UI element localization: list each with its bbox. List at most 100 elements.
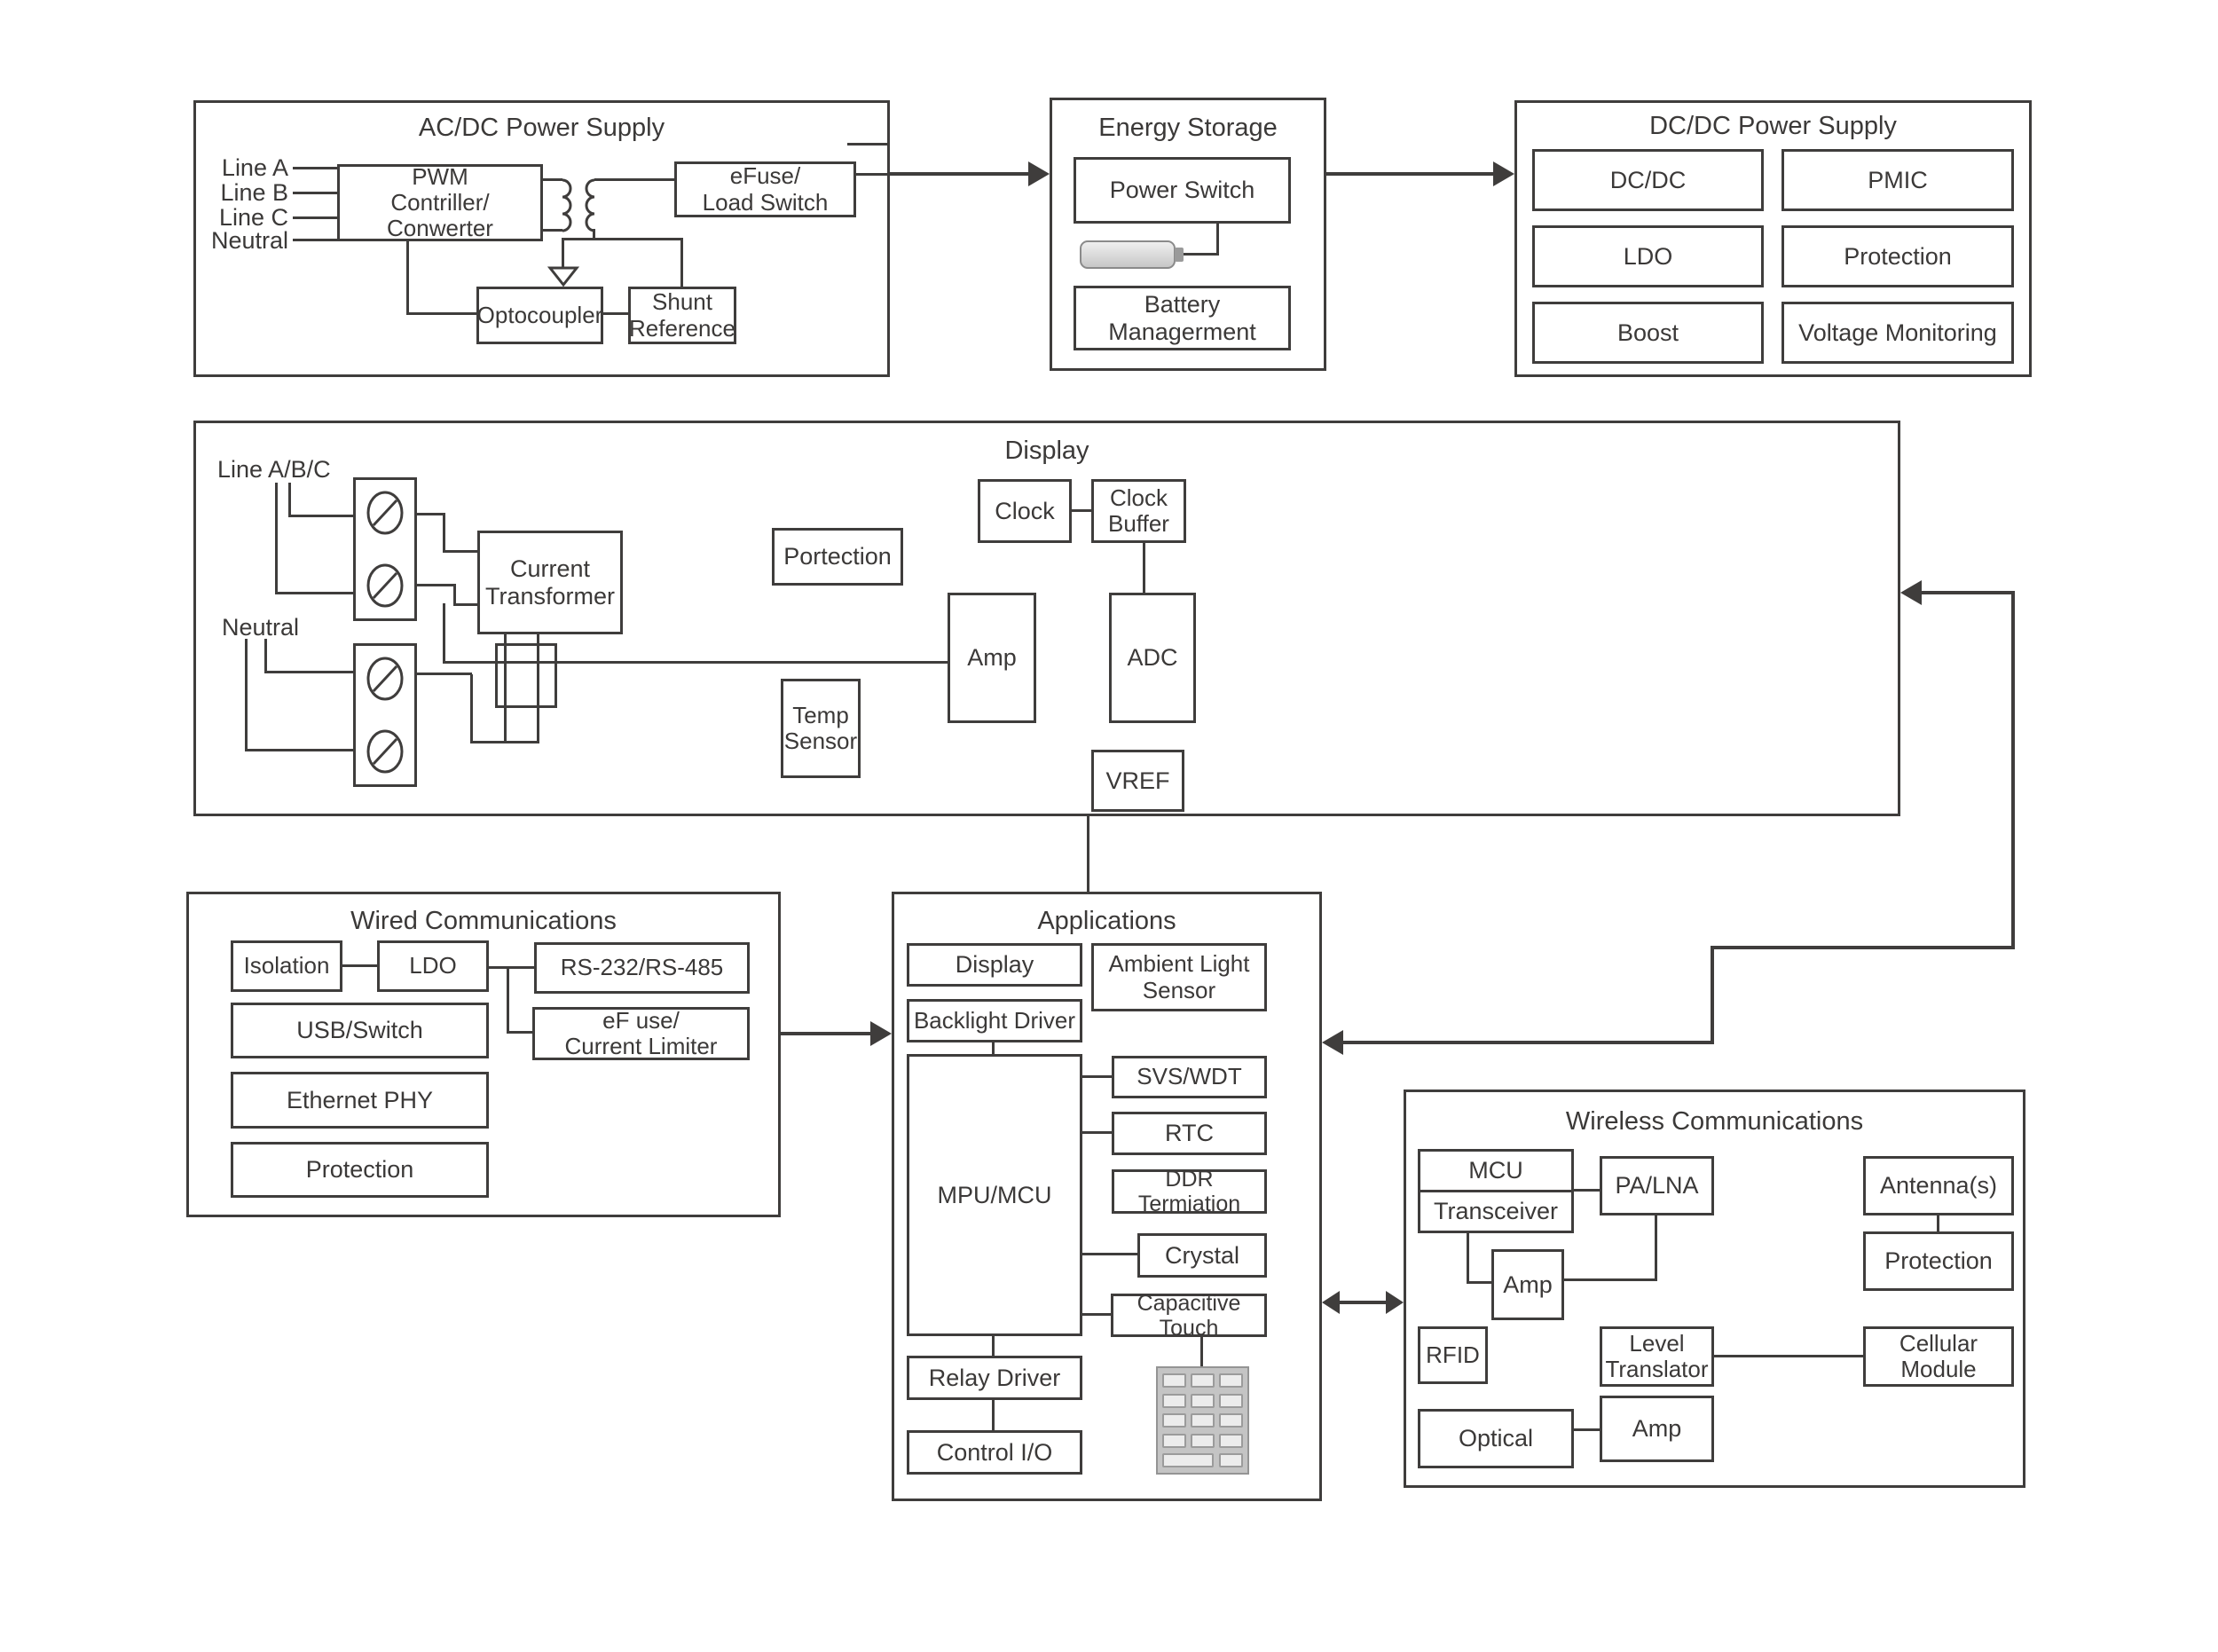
efuse-current-limiter-box: eF use/ Current Limiter [532,1007,750,1060]
wireless-amp2-box: Amp [1600,1396,1714,1462]
line-a-wire [293,167,337,169]
display-line-abc-label: Line A/B/C [217,456,331,483]
energy-title: Energy Storage [1098,114,1278,142]
ambient-light-sensor-box: Ambient Light Sensor [1091,943,1267,1011]
opto-shunt-wire [603,312,628,315]
dcdc-title: DC/DC Power Supply [1649,112,1897,140]
level-cellular-wire [1714,1355,1863,1357]
staircase-h-top [1920,591,2015,594]
wired-apps-arrowhead [870,1021,892,1046]
vref-box: VREF [1091,750,1184,812]
line-a-label: Line A [221,154,288,181]
energy-dcdc-arrow-line [1326,172,1495,176]
cellular-module-box: Cellular Module [1863,1326,2014,1387]
pwm-coil-top-wire [543,178,562,181]
adc-box: ADC [1109,593,1196,723]
ldo-rs-wire [489,966,534,969]
display-neutral-label: Neutral [222,614,300,641]
ddr-termination-box: DDR Termiation [1112,1167,1267,1216]
lineabc-drop2 [288,483,291,517]
dcdc-cell-protection: Protection [1781,225,2014,287]
mcu-transceiver-divider [1420,1190,1571,1192]
wired-title: Wired Communications [350,907,617,935]
apps-wireless-arrowhead-left [1322,1291,1340,1314]
wireless-mcu-transceiver-box: MCU Transceiver [1418,1149,1574,1233]
battery-management-box: Battery Managerment [1074,286,1291,350]
clockbuffer-adc-wire [1143,543,1145,593]
block1-ct-v1 [443,513,445,553]
power-switch-box: Power Switch [1074,157,1291,224]
clock-box: Clock [978,479,1072,543]
block1-ct-h2b [453,603,477,606]
into-display-arrowhead [1900,580,1922,605]
wired-protection-box: Protection [231,1142,489,1198]
pwm-coil-bottom-wire [543,229,562,232]
acdc-topright-stub [847,143,890,146]
coil-efuse-wire [594,178,674,181]
apps-display-box: Display [907,943,1082,987]
ct-loop-v2 [537,634,539,743]
capacitive-touch-box: Capacitive Touch [1111,1291,1267,1341]
conductor-vdrop [443,603,445,664]
antenna-protection-wire [1937,1215,1939,1231]
dcdc-cell-dcdc: DC/DC [1532,149,1764,211]
line-b-label: Line B [220,179,288,206]
relay-driver-box: Relay Driver [907,1356,1082,1400]
line-b-wire [293,192,337,194]
mpu-crystal-stub [1082,1253,1137,1255]
ldo-branch-v [507,966,509,1034]
display-title: Display [1004,437,1089,465]
transceiver-amp-h [1467,1281,1491,1284]
clock-buffer-box: Clock Buffer [1091,479,1186,543]
current-transformer-box: Current Transformer [477,531,623,634]
wireless-amp1-box: Amp [1491,1249,1564,1320]
backlight-driver-box: Backlight Driver [907,999,1082,1042]
secondary-bottom-bus [562,238,683,240]
keypad-icon [1156,1366,1249,1475]
pwm-opto-vwire [406,241,409,315]
svs-wdt-box: SVS/WDT [1112,1056,1267,1098]
palna-amp-v [1655,1215,1657,1281]
lineabc-h2 [288,515,353,517]
powerswitch-battery-vwire [1216,224,1219,256]
block1-ct-h1a [417,513,445,515]
staircase-h-bottom [1341,1041,1714,1044]
relay-control-wire [992,1400,995,1430]
coil-bottom-drop [593,229,595,240]
conductor-to-amp [443,661,948,664]
mcu-palna-wire [1574,1189,1600,1192]
pwm-controller-box: PWM Contriller/ Conwerter [337,163,543,241]
dcdc-cell-pmic: PMIC [1781,149,2014,211]
neutral-label: Neutral [210,227,288,254]
opto-triangle-icon [547,266,579,287]
battery-cap-icon [1175,248,1184,262]
battery-icon [1080,240,1176,269]
level-translator-box: Level Translator [1600,1326,1714,1387]
isolation-ldo-wire [342,964,377,967]
acdc-title: AC/DC Power Supply [418,114,665,142]
wireless-transceiver-cell: Transceiver [1433,1198,1559,1225]
neutral-h1 [264,671,353,673]
block1-ct-h2a [417,584,456,586]
lineabc-drop1 [275,483,278,594]
line-c-label: Line C [218,204,288,231]
neutral-h2 [245,749,353,751]
dcdc-cell-ldo: LDO [1532,225,1764,287]
neutral-wire [293,239,337,241]
wired-apps-arrow-line [781,1032,872,1035]
mpu-captouch-stub [1082,1313,1111,1316]
staircase-v-right [2011,591,2015,949]
mpu-svs-stub [1082,1075,1112,1078]
transformer-icon [562,178,595,232]
temp-sensor-box: Temp Sensor [781,679,861,778]
apps-wireless-arrowhead-right [1386,1291,1404,1314]
wired-ldo-box: LDO [377,940,489,992]
apps-title: Applications [1037,907,1176,935]
control-io-box: Control I/O [907,1430,1082,1475]
mpu-rtc-stub [1082,1131,1112,1134]
ldo-branch-h [507,1031,532,1034]
backlight-mpu-wire [992,1042,995,1054]
block1-ct-v2 [453,584,456,606]
antenna-box: Antenna(s) [1863,1156,2014,1215]
dcdc-cell-voltage-monitoring: Voltage Monitoring [1781,302,2014,364]
